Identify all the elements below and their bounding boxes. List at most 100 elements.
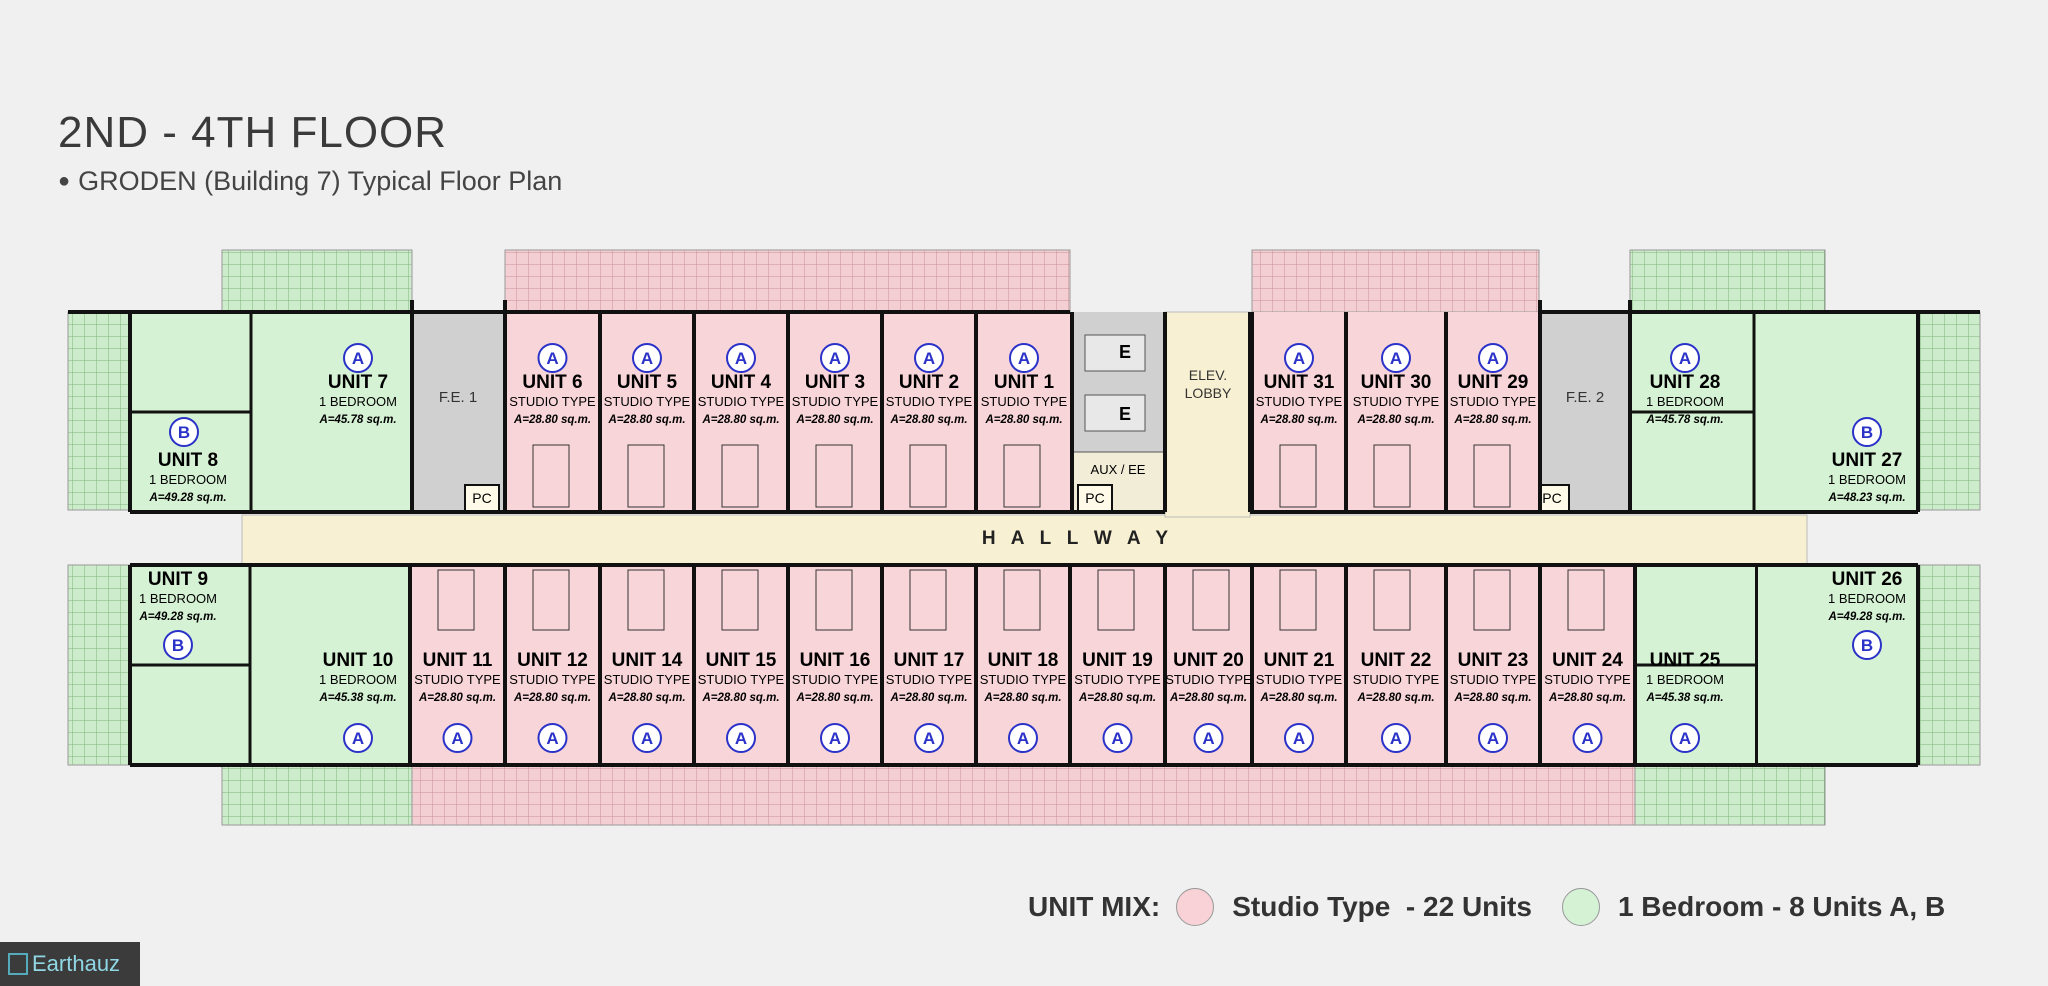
unit-area: A=49.28 sq.m. <box>148 492 226 504</box>
bathroom <box>1373 444 1411 508</box>
type-badge <box>1852 417 1882 447</box>
type-badge <box>1284 723 1314 753</box>
unit-area: A=28.80 sq.m. <box>983 692 1061 704</box>
type-badge-letter: A <box>923 349 935 368</box>
type-badge <box>632 343 662 373</box>
unit-name: UNIT 8 <box>158 450 218 471</box>
unit-area: A=28.80 sq.m. <box>513 414 591 426</box>
unit-type: STUDIO TYPE <box>509 394 596 409</box>
type-badge <box>1284 343 1314 373</box>
type-badge-letter: A <box>1487 349 1499 368</box>
unit-type: STUDIO TYPE <box>604 394 691 409</box>
bathroom <box>627 444 665 508</box>
bathroom <box>815 569 853 631</box>
page-title: 2ND - 4TH FLOOR <box>58 108 448 157</box>
type-badge <box>537 343 568 373</box>
type-badge <box>1193 723 1224 753</box>
unit-area: A=28.80 sq.m. <box>795 414 873 426</box>
balcony-top-right <box>1251 249 1540 313</box>
studio-unit-top <box>505 312 600 512</box>
unit-type: STUDIO TYPE <box>1353 394 1440 409</box>
type-badge <box>1478 343 1508 373</box>
unit-type: STUDIO TYPE <box>792 672 879 687</box>
type-badge <box>1009 343 1039 373</box>
hallway <box>241 311 1808 566</box>
elev-lobby-label-1: ELEV. <box>1189 367 1227 383</box>
type-badge-letter: A <box>1390 729 1402 748</box>
elevator-car-1 <box>1084 334 1146 372</box>
type-badge-letter: A <box>1581 729 1593 748</box>
type-badge <box>914 343 944 373</box>
type-badge-letter: A <box>352 349 364 368</box>
balcony-left-top <box>67 311 131 511</box>
type-badge-letter: A <box>1487 729 1499 748</box>
unit-name: UNIT 9 <box>148 569 208 590</box>
unit-name: UNIT 4 <box>711 372 772 393</box>
type-badge-letter: B <box>1861 636 1873 655</box>
unit-type: STUDIO TYPE <box>1450 394 1537 409</box>
unit-type: STUDIO TYPE <box>509 672 596 687</box>
unit-type: STUDIO TYPE <box>698 672 785 687</box>
unit-area: A=28.80 sq.m. <box>1259 414 1337 426</box>
type-badge <box>914 723 944 753</box>
legend-label: UNIT MIX: <box>1028 891 1161 922</box>
unit-name: UNIT 24 <box>1552 650 1623 671</box>
house-icon <box>8 953 28 975</box>
unit-type: STUDIO TYPE <box>1074 672 1161 687</box>
unit-type: 1 BEDROOM <box>1646 394 1724 409</box>
balcony-top-left <box>504 249 1071 313</box>
unit-name: UNIT 12 <box>517 650 588 671</box>
unit-name: UNIT 22 <box>1361 650 1432 671</box>
unit-area: A=28.80 sq.m. <box>889 692 967 704</box>
type-badge-letter: A <box>1202 729 1214 748</box>
balcony-top-unit28 <box>1629 249 1826 313</box>
unit-area: A=28.80 sq.m. <box>1169 692 1247 704</box>
type-badge <box>1008 723 1038 753</box>
type-badge <box>632 723 662 753</box>
type-badge-letter: A <box>1017 729 1029 748</box>
type-badge-letter: A <box>1293 349 1305 368</box>
pc-box <box>1077 484 1113 512</box>
fire-exit-2 <box>1540 312 1630 512</box>
type-badge <box>1670 723 1700 753</box>
bathroom <box>1192 569 1230 631</box>
unit-area: A=28.80 sq.m. <box>1453 414 1531 426</box>
unit-type: 1 BEDROOM <box>319 672 397 687</box>
unit-name: UNIT 11 <box>423 650 493 671</box>
type-badge-letter: A <box>546 349 558 368</box>
type-badge <box>1381 343 1411 373</box>
unit-type: 1 BEDROOM <box>1828 472 1906 487</box>
unit-area: A=28.80 sq.m. <box>701 414 779 426</box>
unit-area: A=45.78 sq.m. <box>1645 414 1723 426</box>
unit-name: UNIT 10 <box>323 650 394 671</box>
unit-area: A=28.80 sq.m. <box>1078 692 1156 704</box>
unit-name: UNIT 18 <box>988 650 1059 671</box>
balcony-bottom-unit10 <box>221 764 413 826</box>
unit-name: UNIT 30 <box>1361 372 1432 393</box>
type-badge-letter: B <box>172 636 184 655</box>
type-badge-letter: A <box>352 729 364 748</box>
type-badge-letter: A <box>1679 349 1691 368</box>
type-badge-letter: B <box>178 423 190 442</box>
unit-type: 1 BEDROOM <box>1646 672 1724 687</box>
unit-name: UNIT 27 <box>1832 450 1903 471</box>
unit-type: STUDIO TYPE <box>886 394 973 409</box>
type-badge-letter: A <box>451 729 463 748</box>
studio-unit-top <box>600 312 694 512</box>
logo-text: Earthauz <box>32 951 121 976</box>
type-badge-letter: A <box>1293 729 1305 748</box>
fire-exit-1-label: F.E. 1 <box>439 389 477 406</box>
bathroom <box>1473 444 1511 508</box>
elevator-label: E <box>1119 342 1131 362</box>
type-badge <box>820 343 850 373</box>
elev-lobby-label-2: LOBBY <box>1185 385 1232 401</box>
balconies <box>67 249 1981 826</box>
unit-type: 1 BEDROOM <box>149 472 227 487</box>
pc-label: PC <box>1542 490 1561 506</box>
type-badge <box>1572 723 1603 753</box>
bathroom <box>721 569 759 631</box>
unit-name: UNIT 15 <box>706 650 777 671</box>
unit-area: A=28.80 sq.m. <box>1548 692 1626 704</box>
type-badge <box>726 723 756 753</box>
